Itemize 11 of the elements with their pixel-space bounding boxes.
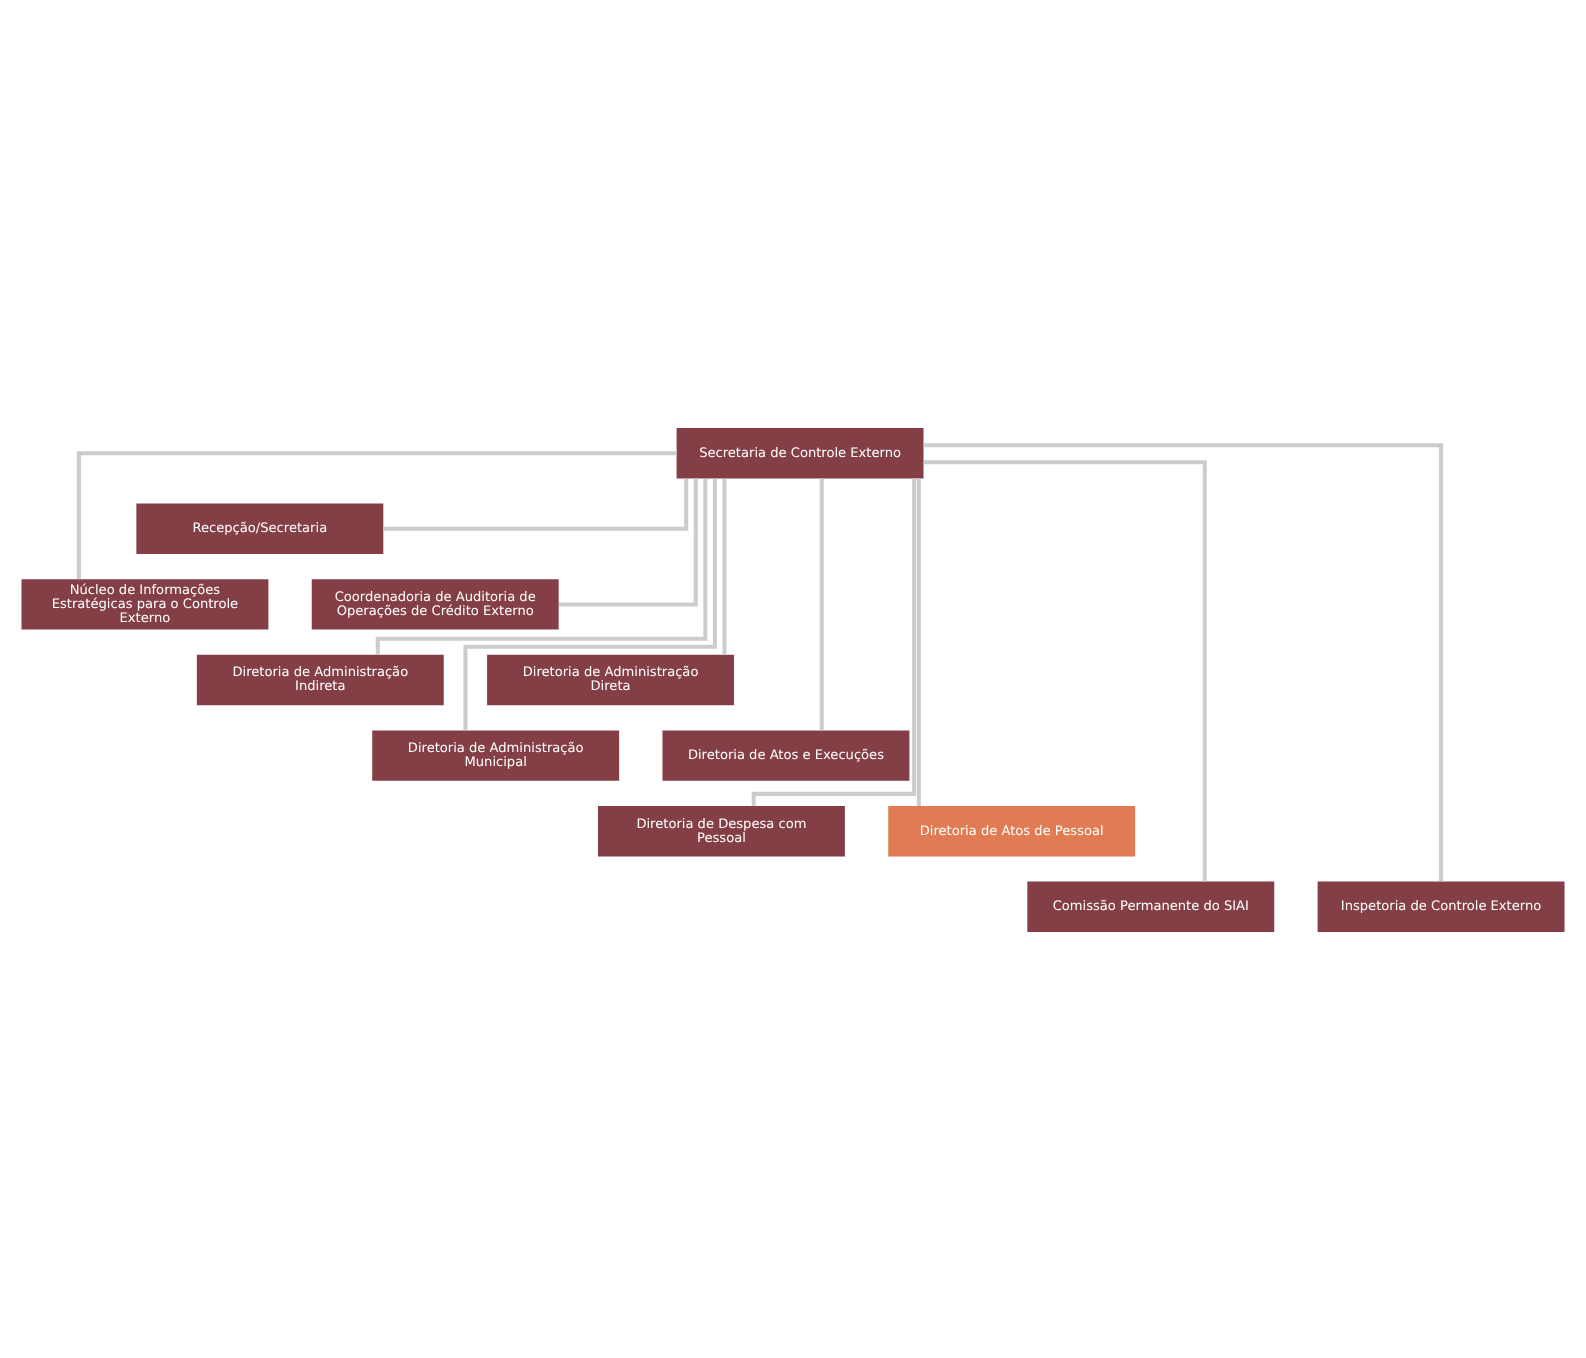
connector xyxy=(76,450,677,579)
connector xyxy=(722,477,727,654)
connector xyxy=(383,477,689,530)
connector xyxy=(559,477,698,606)
connector xyxy=(819,477,824,730)
connector xyxy=(463,477,717,730)
connector xyxy=(375,477,708,654)
connector xyxy=(916,477,921,805)
connector xyxy=(751,477,917,805)
connector xyxy=(923,442,1444,881)
connector xyxy=(923,459,1207,881)
